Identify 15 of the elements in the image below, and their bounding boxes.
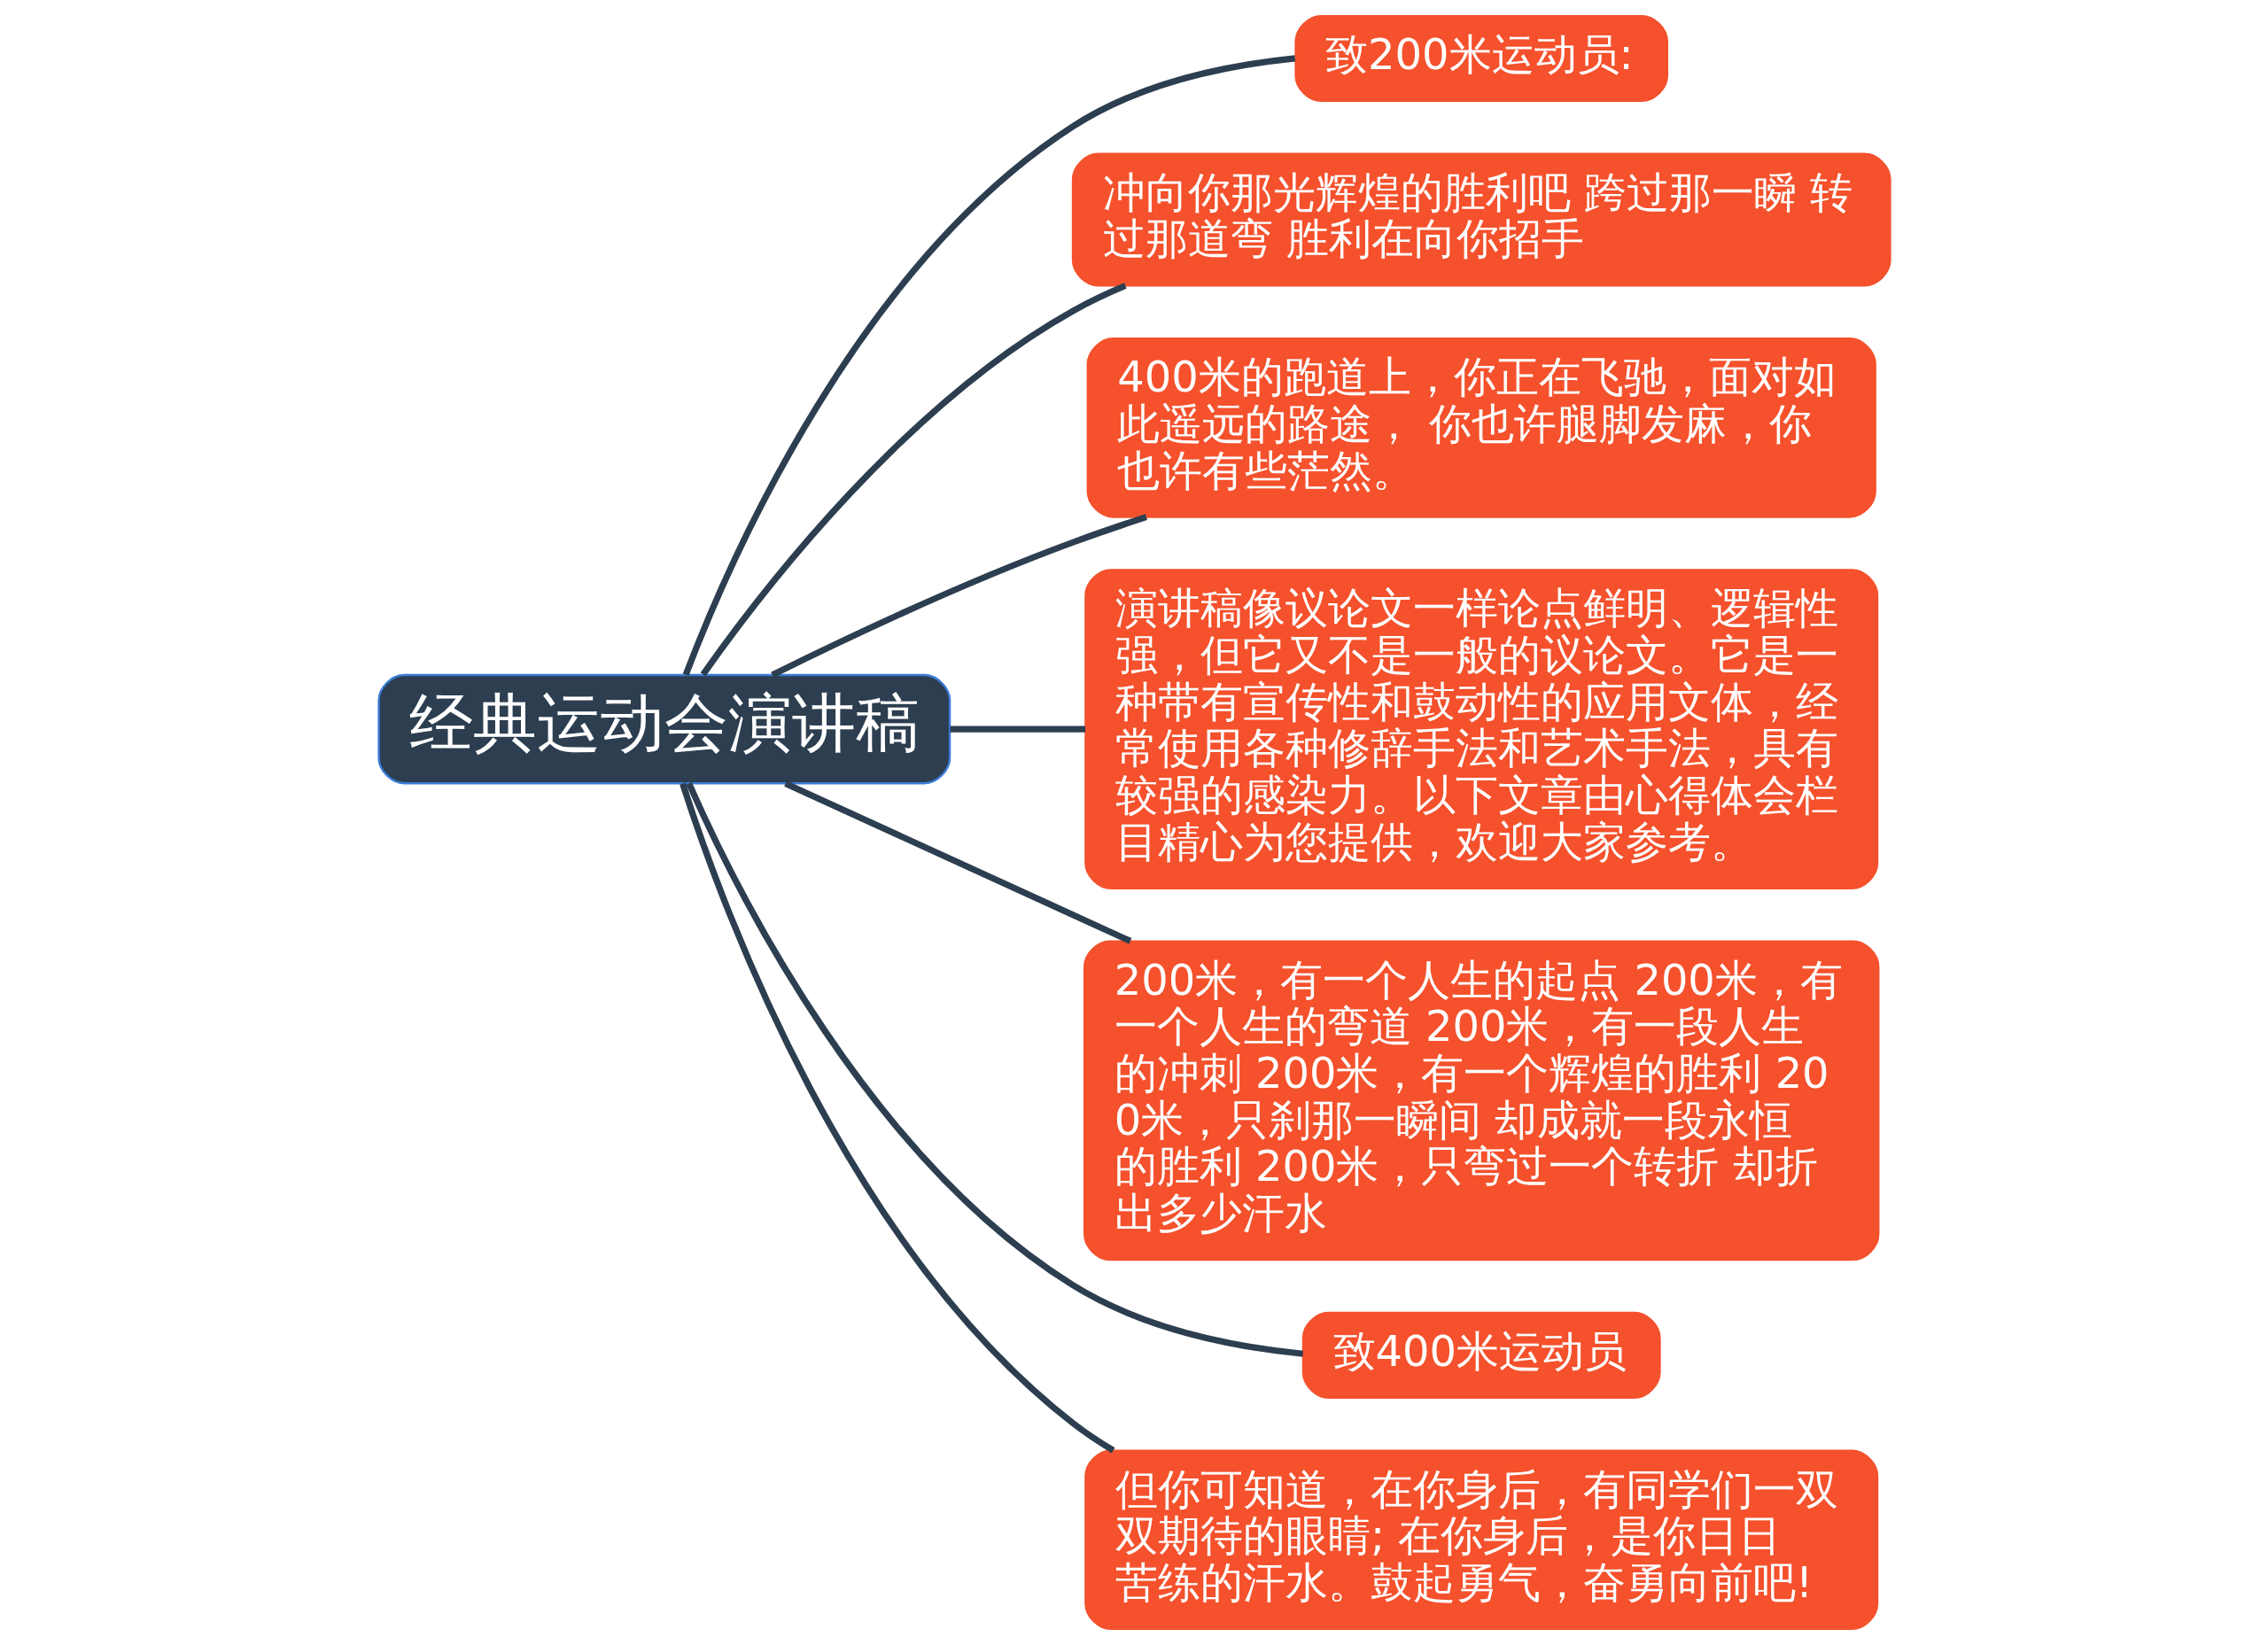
node-box: 经典运动会演讲稿 bbox=[377, 673, 951, 785]
connector bbox=[950, 726, 1085, 733]
node-box: 演讲稿像议论文一样论点鲜明、逻辑性强，但它又不是一般的议论文。它是一种带有宣传性和鼓动性的应用文体，经常使用各种修辞手法和艺术手法，具有较强的感染力。以下文章由心得体会栏目精心为您提供，欢迎大家参考。 bbox=[1084, 569, 1878, 889]
node-box: 但你可知道，在你身后，有同学们一双双期待的眼睛; 在你身后，是你日日苦练的汗水。鼓起勇气，奋勇向前吧! bbox=[1084, 1449, 1878, 1631]
node-box: 400米的跑道上，你正在飞驰，面对如此遥远的路途， 你也许腿脚发麻，你也许有些茫然。 bbox=[1086, 338, 1876, 518]
connector bbox=[700, 283, 1127, 677]
node-box: 冲向你那光辉煌的胜利吧 跨过那一瞬 转过那道弯 胜利在向你招手 bbox=[1071, 152, 1891, 287]
node-box: 致400米运动员 bbox=[1301, 1311, 1661, 1399]
connector bbox=[682, 55, 1295, 677]
connector bbox=[679, 782, 1115, 1454]
connector bbox=[783, 780, 1131, 944]
node-box: 致200米运动员: bbox=[1293, 14, 1668, 103]
node-box: 200米，有一个人生的起点 200米，有一个人生的弯道 200米，有一段人生的冲刺 200米，有一个辉煌的胜利 200米，只刹那一瞬间 却成就一段永恒的胜利 200米，只弯过一个转折 却折出多少汗水 bbox=[1083, 940, 1879, 1261]
connector bbox=[770, 514, 1147, 679]
connector bbox=[685, 781, 1303, 1357]
